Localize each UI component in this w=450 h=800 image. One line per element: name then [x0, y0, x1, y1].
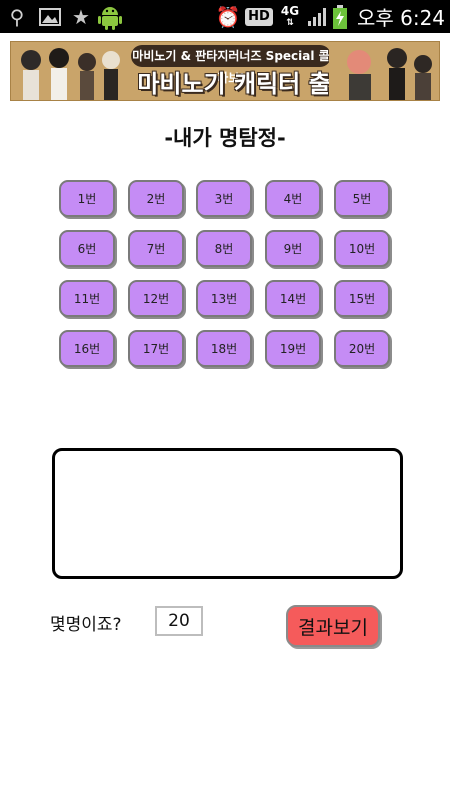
count-input[interactable]	[155, 606, 203, 636]
status-bar: ⚲ ★ ⏰ HD 4G⇅ 오후 6:24	[0, 0, 450, 33]
signal-icon	[306, 0, 330, 33]
banner-characters-left	[11, 42, 131, 100]
android-icon	[97, 0, 123, 33]
star-icon: ★	[72, 4, 90, 29]
hd-icon: HD	[245, 0, 273, 33]
number-button-13[interactable]: 13번	[196, 280, 252, 317]
number-button-4[interactable]: 4번	[265, 180, 321, 217]
number-button-3[interactable]: 3번	[196, 180, 252, 217]
number-button-16[interactable]: 16번	[59, 330, 115, 367]
banner-headline: 마비노기 캐릭터 출시!	[137, 70, 331, 98]
count-label: 몇명이죠?	[50, 615, 122, 635]
number-button-20[interactable]: 20번	[334, 330, 390, 367]
battery-charging-icon	[332, 0, 348, 33]
number-button-9[interactable]: 9번	[265, 230, 321, 267]
number-button-15[interactable]: 15번	[334, 280, 390, 317]
number-button-8[interactable]: 8번	[196, 230, 252, 267]
number-button-2[interactable]: 2번	[128, 180, 184, 217]
number-button-18[interactable]: 18번	[196, 330, 252, 367]
banner-characters-right	[329, 42, 439, 100]
number-button-11[interactable]: 11번	[59, 280, 115, 317]
page-title: -내가 명탐정-	[164, 126, 286, 150]
gallery-icon	[38, 0, 62, 33]
number-button-14[interactable]: 14번	[265, 280, 321, 317]
number-button-17[interactable]: 17번	[128, 330, 184, 367]
network-4g-icon: 4G⇅	[280, 3, 300, 28]
number-button-7[interactable]: 7번	[128, 230, 184, 267]
alarm-icon: ⏰	[215, 4, 241, 29]
number-button-19[interactable]: 19번	[265, 330, 321, 367]
number-button-12[interactable]: 12번	[128, 280, 184, 317]
ad-banner[interactable]: 마비노기 & 판타지러너즈 Special 콜라보! 마비노기 캐릭터 출시!	[10, 41, 440, 101]
banner-subtitle: 마비노기 & 판타지러너즈 Special 콜라보!	[131, 45, 331, 85]
usb-icon: ⚲	[9, 4, 25, 29]
number-button-5[interactable]: 5번	[334, 180, 390, 217]
number-button-1[interactable]: 1번	[59, 180, 115, 217]
number-button-6[interactable]: 6번	[59, 230, 115, 267]
show-result-button[interactable]: 결과보기	[286, 605, 380, 647]
result-display-box	[52, 448, 403, 579]
number-button-10[interactable]: 10번	[334, 230, 390, 267]
status-time: 오후 6:24	[356, 6, 446, 30]
